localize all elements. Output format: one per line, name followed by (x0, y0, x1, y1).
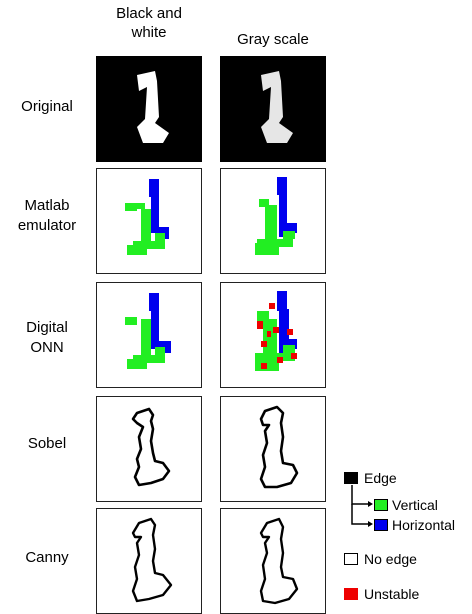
legend-swatch-horizontal (374, 519, 388, 531)
original-gray-image (220, 56, 326, 162)
legend-label-vertical: Vertical (392, 497, 438, 513)
canny-bw-image (96, 508, 202, 614)
canny-gray-outline (259, 517, 299, 605)
legend-label-horizontal: Horizontal (392, 517, 456, 533)
legend-swatch-edge (344, 472, 358, 484)
legend-swatch-no-edge (344, 553, 358, 565)
matlab-gray-image (220, 168, 326, 274)
matlab-bw-image (96, 168, 202, 274)
canny-bw-outline (131, 517, 173, 603)
sobel-bw-image (96, 396, 202, 502)
legend-swatch-vertical (374, 499, 388, 511)
digit-one-bw-shape (137, 71, 169, 143)
row-label-original: Original (21, 98, 73, 115)
row-label-sobel: Sobel (27, 435, 67, 452)
onn-bw-edge-map (125, 293, 171, 369)
row-label-canny: Canny (25, 549, 69, 566)
onn-gray-image (220, 282, 326, 388)
original-bw-image (96, 56, 202, 162)
matlab-gray-edge-map (255, 177, 297, 255)
matlab-bw-edge-map (125, 179, 169, 255)
column-header-gray: Gray scale (237, 31, 309, 48)
legend-label-no-edge: No edge (364, 551, 417, 567)
sobel-gray-image (220, 396, 326, 502)
legend-swatch-unstable (344, 588, 358, 600)
legend-connectors (351, 485, 373, 527)
legend-label-unstable: Unstable (364, 586, 420, 602)
onn-bw-image (96, 282, 202, 388)
sobel-bw-outline (131, 407, 171, 487)
digit-one-gray-shape (261, 71, 293, 143)
onn-gray-edge-map (255, 291, 297, 371)
legend-label-edge: Edge (364, 470, 397, 486)
sobel-gray-outline (259, 405, 299, 489)
canny-gray-image (220, 508, 326, 614)
